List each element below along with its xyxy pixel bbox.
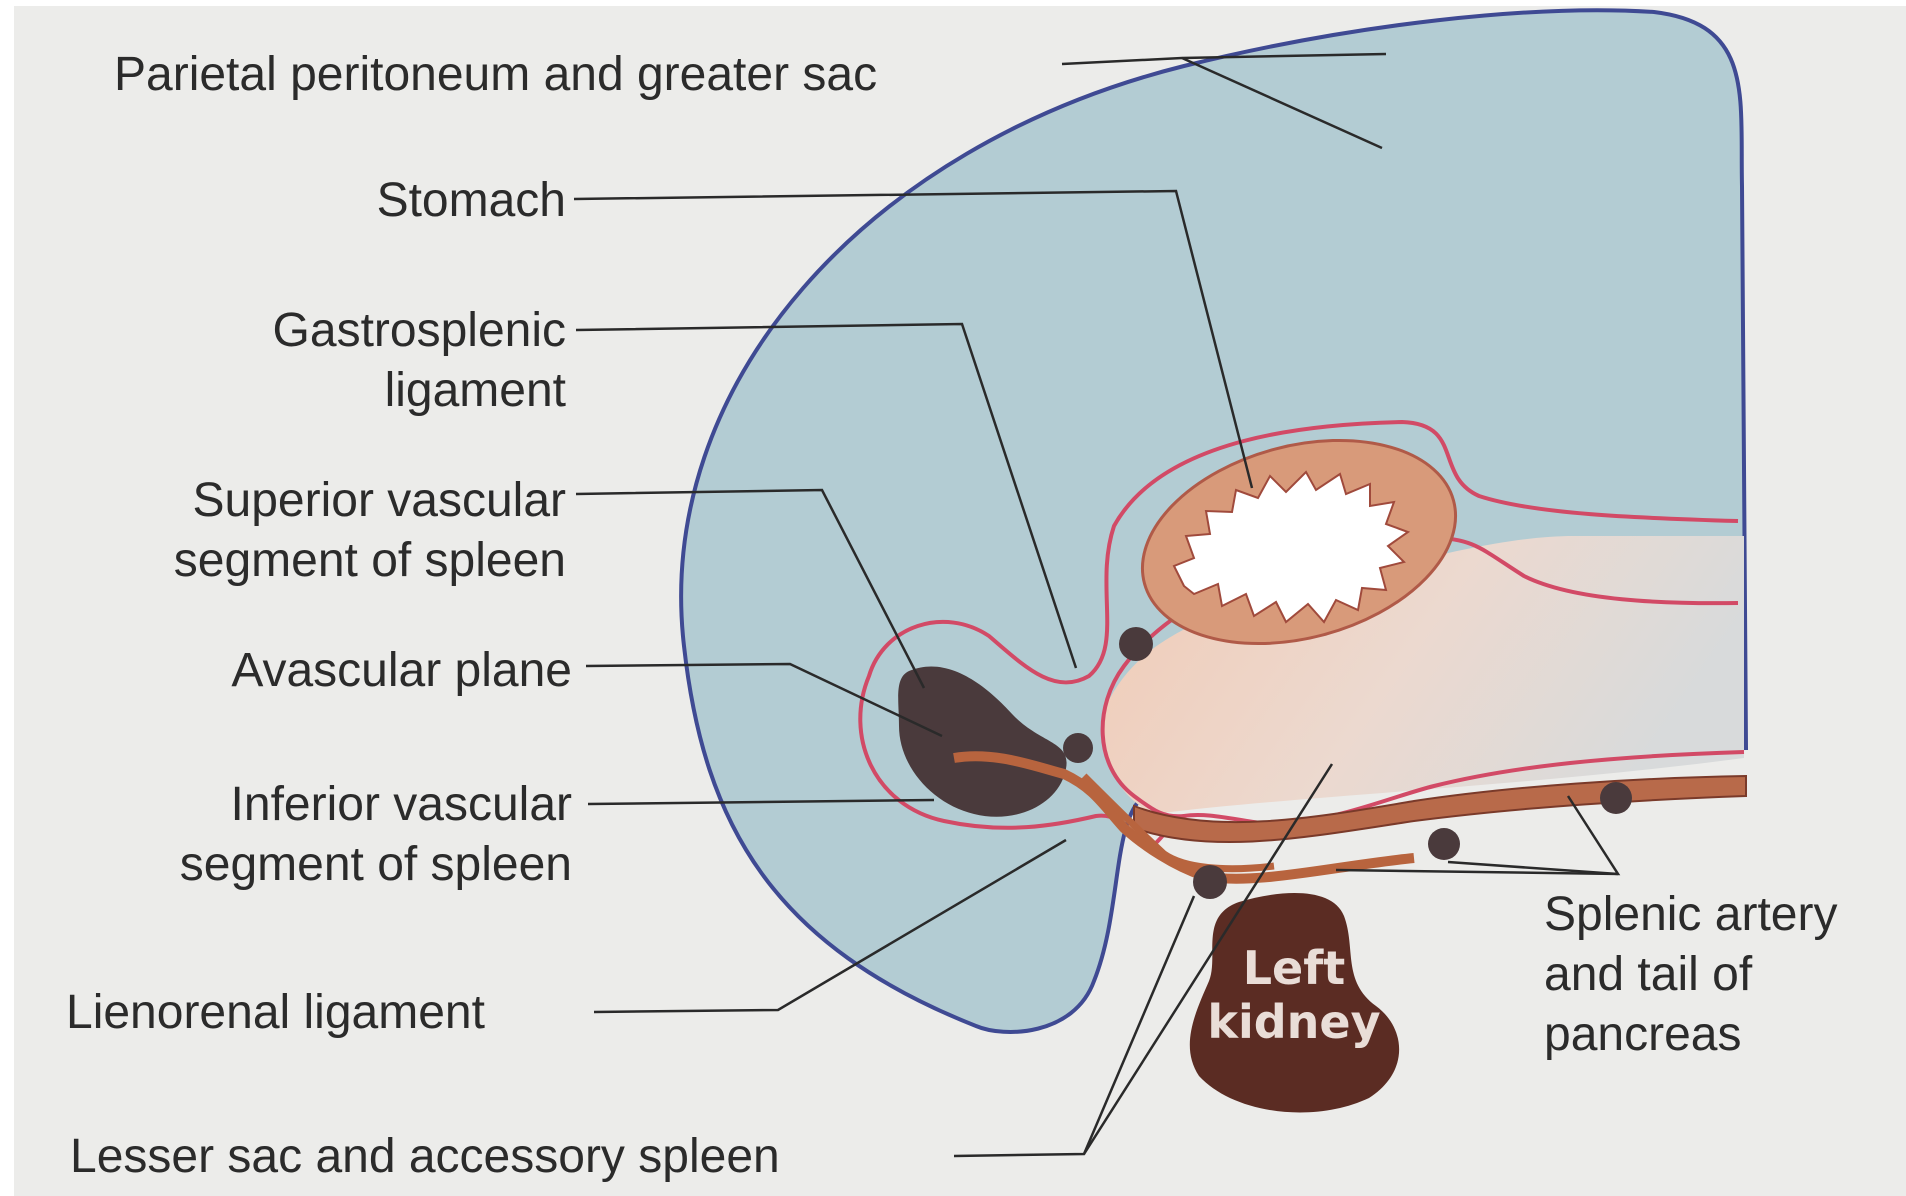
label-inferior-line2: segment of spleen — [180, 836, 572, 894]
label-lienorenal-ligament: Lienorenal ligament — [66, 984, 485, 1042]
accessory-spleen — [1428, 828, 1460, 860]
accessory-spleen — [1119, 627, 1153, 661]
label-splenic-line2: and tail of — [1544, 946, 1752, 1004]
label-kidney-line1: Left — [1214, 941, 1374, 995]
label-inferior-line1: Inferior vascular — [231, 776, 572, 834]
label-gastrosplenic-line1: Gastrosplenic — [273, 302, 566, 360]
label-superior-line1: Superior vascular — [193, 472, 567, 530]
label-stomach: Stomach — [377, 172, 566, 230]
diagram-stage: Parietal peritoneum and greater sac Stom… — [14, 6, 1906, 1196]
label-lesser-sac: Lesser sac and accessory spleen — [70, 1128, 780, 1186]
accessory-spleen — [1600, 782, 1632, 814]
accessory-spleen — [1063, 733, 1093, 763]
label-splenic-line3: pancreas — [1544, 1006, 1741, 1064]
label-superior-line2: segment of spleen — [174, 532, 566, 590]
label-avascular-plane: Avascular plane — [231, 642, 572, 700]
accessory-spleen — [1193, 865, 1227, 899]
label-splenic-line1: Splenic artery — [1544, 886, 1837, 944]
label-kidney-line2: kidney — [1204, 995, 1384, 1049]
label-parietal-peritoneum: Parietal peritoneum and greater sac — [114, 46, 877, 104]
label-gastrosplenic-line2: ligament — [385, 362, 566, 420]
